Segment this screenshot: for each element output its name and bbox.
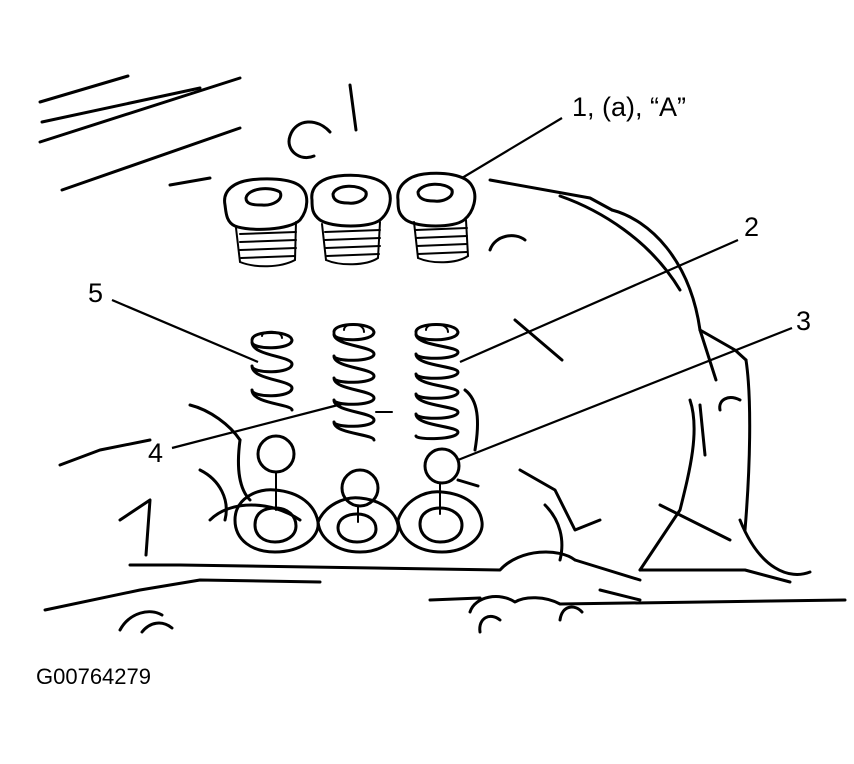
plug-cap-center <box>310 173 392 266</box>
plug-cap-right <box>396 171 477 264</box>
callout-5: 5 <box>88 278 103 308</box>
callout-4: 4 <box>148 438 163 468</box>
callout-2: 2 <box>744 212 759 242</box>
check-ball-center <box>340 468 380 508</box>
check-balls <box>256 411 461 523</box>
leader-line-2 <box>459 238 739 364</box>
leader-lines <box>111 117 793 462</box>
spring-short-left <box>250 330 294 412</box>
leader-line-3 <box>457 326 793 462</box>
leader-line-1 <box>461 117 563 179</box>
check-ball-right <box>423 447 461 485</box>
callout-3: 3 <box>796 306 811 336</box>
leader-line-5 <box>111 298 259 364</box>
spring-long-right <box>414 323 460 441</box>
plug-cap-left <box>223 177 309 268</box>
figure-id: G00764279 <box>36 664 151 689</box>
check-ball-left <box>256 434 296 474</box>
valve-body-housing <box>38 74 847 634</box>
callout-1: 1, (a), “A” <box>572 92 686 122</box>
spring-medium-center <box>332 323 376 442</box>
callout-labels: 1, (a), “A” 2 3 4 5 <box>88 92 811 468</box>
leader-line-4 <box>171 402 343 450</box>
